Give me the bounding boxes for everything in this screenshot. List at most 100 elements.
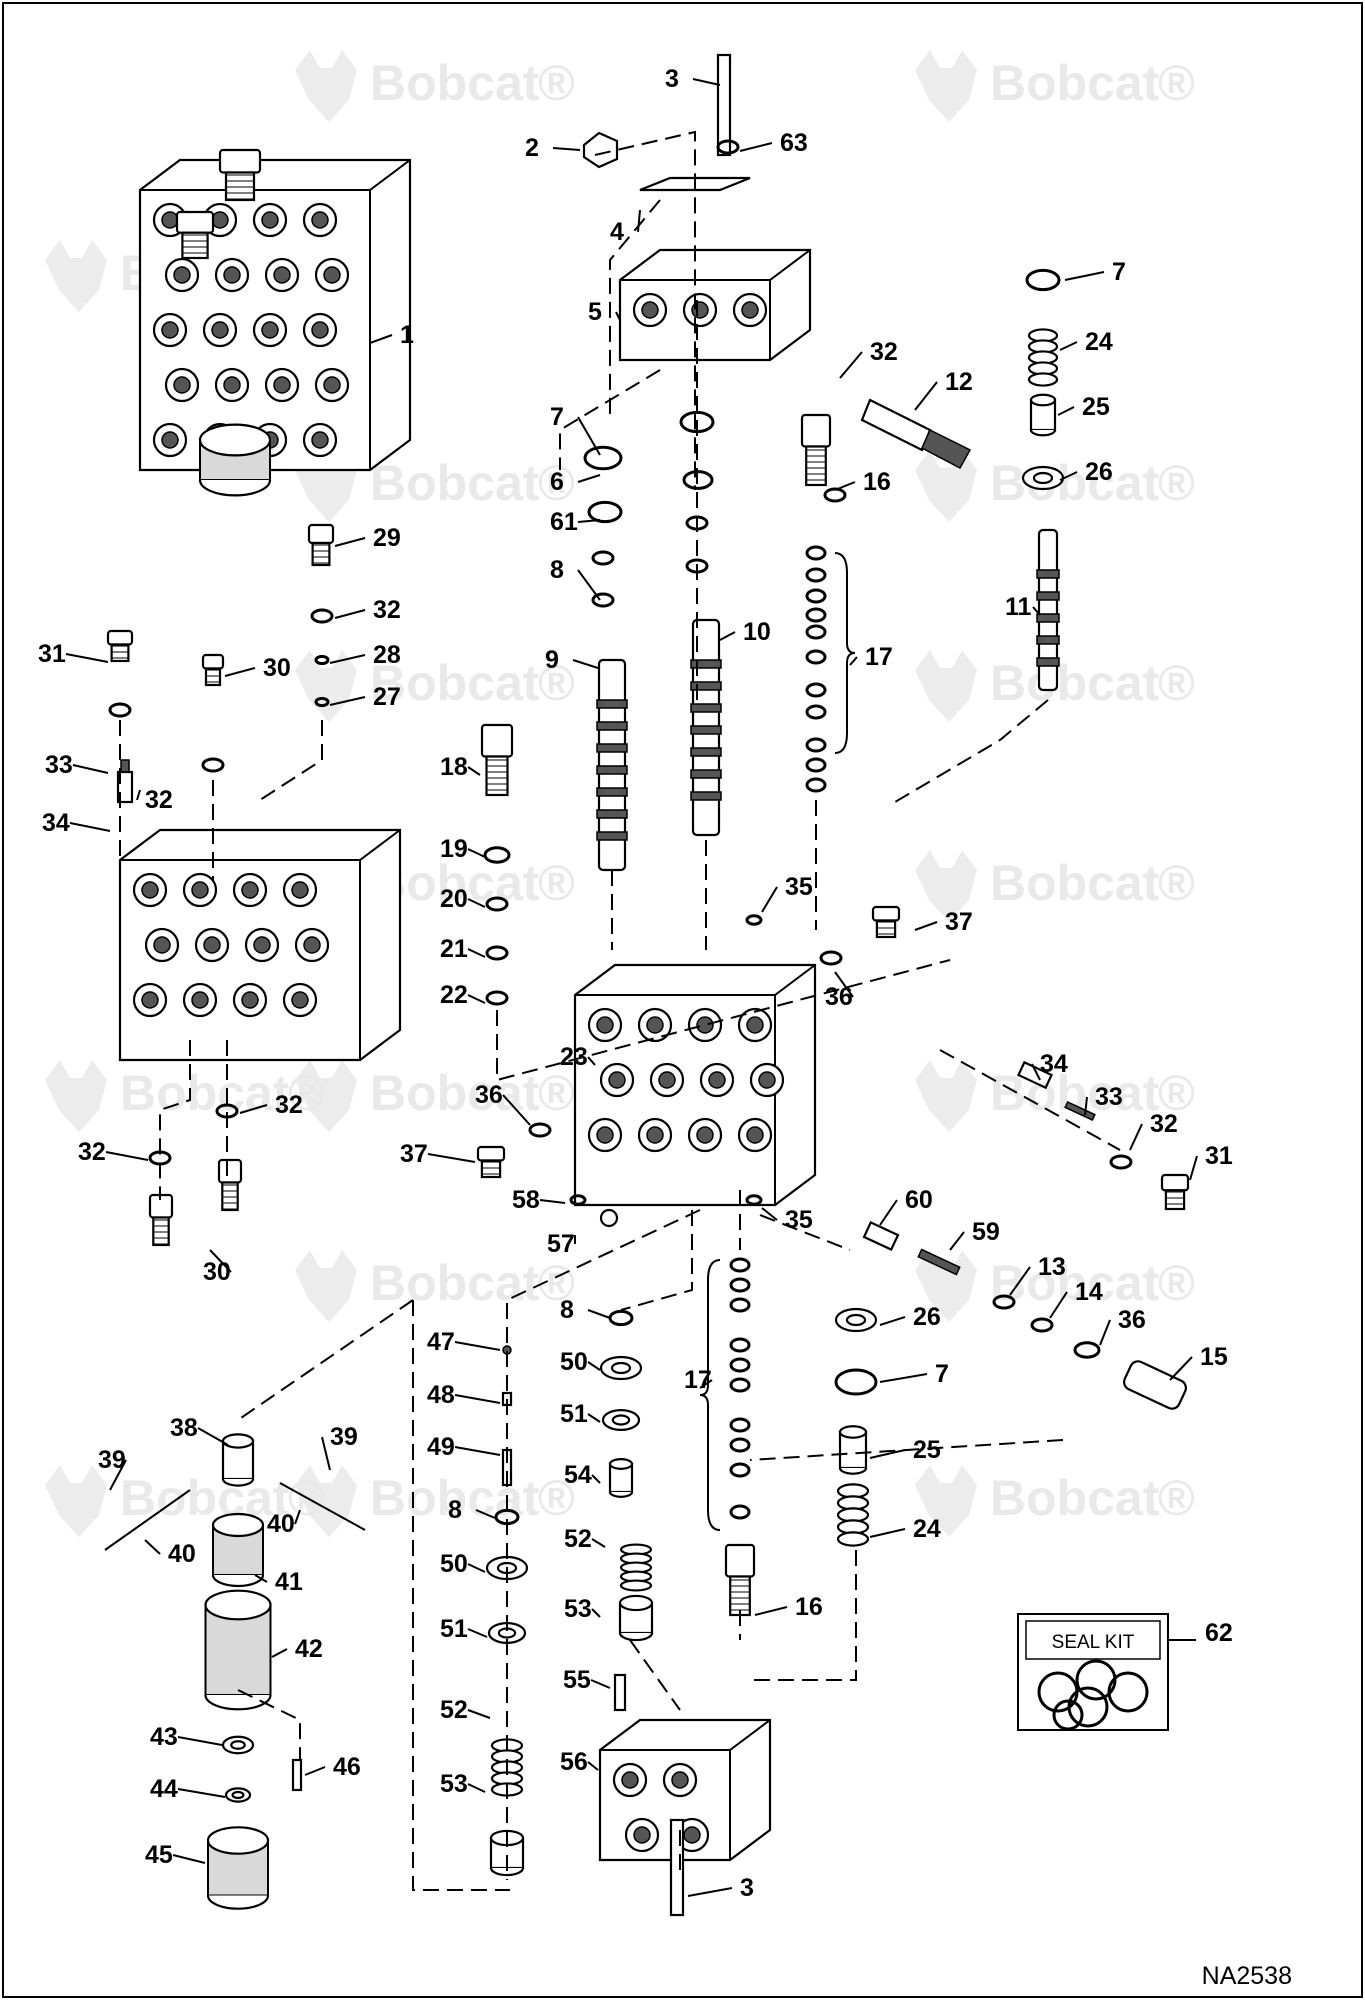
plug-57 [599, 1208, 619, 1228]
fitting-hex [307, 523, 335, 545]
pin-55 [613, 1673, 627, 1712]
watermark-6: Bobcat® [915, 650, 1195, 722]
watermark-registered-mark: ® [1158, 1470, 1195, 1526]
port-bore [608, 1071, 626, 1089]
spring-coil [1027, 372, 1059, 387]
bolt-3-top [716, 53, 732, 157]
port-bore [311, 211, 329, 229]
port-bore [273, 266, 291, 284]
leader-line [587, 1056, 596, 1066]
retainer-54 [608, 1458, 634, 1498]
dashed-guide-13 [159, 1040, 191, 1200]
fitting-hex [871, 905, 901, 922]
callout-number: 33 [45, 751, 73, 779]
leader-line [369, 334, 393, 344]
port-bore [261, 321, 279, 339]
callout-32: 32 [1129, 1110, 1178, 1151]
callout-number: 7 [550, 403, 564, 431]
leader-line [1169, 1356, 1193, 1381]
callout-number: 47 [427, 1328, 455, 1356]
callout-2: 2 [525, 134, 581, 162]
callout-62: 62 [1205, 1619, 1233, 1647]
callout-3: 3 [687, 1874, 754, 1902]
callout-51: 51 [560, 1400, 601, 1428]
callout-number: 48 [427, 1381, 455, 1409]
leader-line [591, 1608, 601, 1618]
fitting-hex [476, 1145, 506, 1162]
leader-line [177, 1736, 223, 1746]
callout-number: 25 [1082, 393, 1110, 421]
cylinder-bottom [618, 1632, 654, 1642]
cylinder-bottom [608, 1491, 634, 1498]
spring-59 [917, 1248, 961, 1276]
port-bore [596, 1126, 614, 1144]
spring-33-right [1064, 1100, 1096, 1122]
callout-3: 3 [665, 65, 721, 93]
callout-40: 40 [144, 1539, 196, 1568]
o-ring-17-upper [805, 757, 827, 773]
callout-33: 33 [45, 751, 109, 779]
watermark-9: Bobcat® [295, 1060, 575, 1132]
watermark-registered-mark: ® [1158, 455, 1195, 511]
leader-line [144, 1539, 161, 1555]
cup-53-lower [489, 1829, 525, 1877]
spool-land [596, 699, 628, 709]
callout-number: 24 [913, 1515, 941, 1543]
o-ring-17-lower [729, 1417, 751, 1433]
plug-2 [582, 131, 619, 169]
callout-number: 36 [475, 1081, 503, 1109]
leader-line [699, 1379, 713, 1389]
sleeve-41 [211, 1512, 265, 1588]
fitting-thread [110, 643, 130, 663]
watermark-brand: Bobcat [120, 1065, 290, 1121]
callout-number: 30 [263, 654, 291, 682]
callout-47: 47 [427, 1328, 501, 1356]
port-bore [633, 1826, 651, 1844]
o-ring-32-31 [108, 702, 132, 718]
o-ring-27 [314, 696, 330, 708]
leader-line [1049, 1291, 1068, 1319]
leader-line [1009, 1266, 1031, 1296]
callout-number: 12 [945, 368, 973, 396]
callout-number: 23 [560, 1043, 588, 1071]
spring-33-left [120, 759, 130, 773]
leader-line [467, 1628, 488, 1638]
fitting-hex [201, 653, 225, 670]
port-bore [641, 301, 659, 319]
plunger-60 [862, 1220, 900, 1252]
block-edge [140, 159, 411, 470]
valve-section-housing [118, 828, 402, 1062]
callout-58: 58 [512, 1186, 566, 1214]
dashed-guide-22 [412, 1300, 510, 1891]
callout-38: 38 [170, 1414, 229, 1446]
seal-6-left [587, 500, 623, 524]
callout-39: 39 [321, 1423, 358, 1471]
watermark-11: Bobcat® [295, 1250, 575, 1322]
watermark-16: Bobcat® [45, 1060, 325, 1132]
callout-number: 38 [170, 1414, 198, 1442]
callout-number: 32 [145, 786, 173, 814]
callout-55: 55 [563, 1666, 611, 1694]
leader-line [577, 474, 601, 483]
detent-38 [221, 1433, 255, 1487]
callout-13: 13 [1009, 1253, 1066, 1296]
callout-32: 32 [136, 786, 173, 814]
port-bore [223, 266, 241, 284]
spool-land [690, 659, 722, 669]
leader-line [1129, 1123, 1143, 1151]
link-39-left [104, 1489, 191, 1551]
port-bore [621, 1771, 639, 1789]
port-bore [173, 266, 191, 284]
leader-line [1084, 1096, 1088, 1116]
fitting-thread [805, 445, 827, 487]
leader-line [719, 631, 736, 641]
watermark-registered-mark: ® [538, 455, 575, 511]
cup-53-upper [618, 1594, 654, 1642]
watermark-brand: Bobcat [370, 655, 540, 711]
spring-24-bottom [836, 1483, 870, 1547]
callout-39: 39 [98, 1446, 127, 1491]
leader-line [475, 1509, 496, 1519]
callout-number: 56 [560, 1748, 588, 1776]
o-ring-17-lower [729, 1377, 751, 1393]
leader-line [329, 696, 366, 706]
